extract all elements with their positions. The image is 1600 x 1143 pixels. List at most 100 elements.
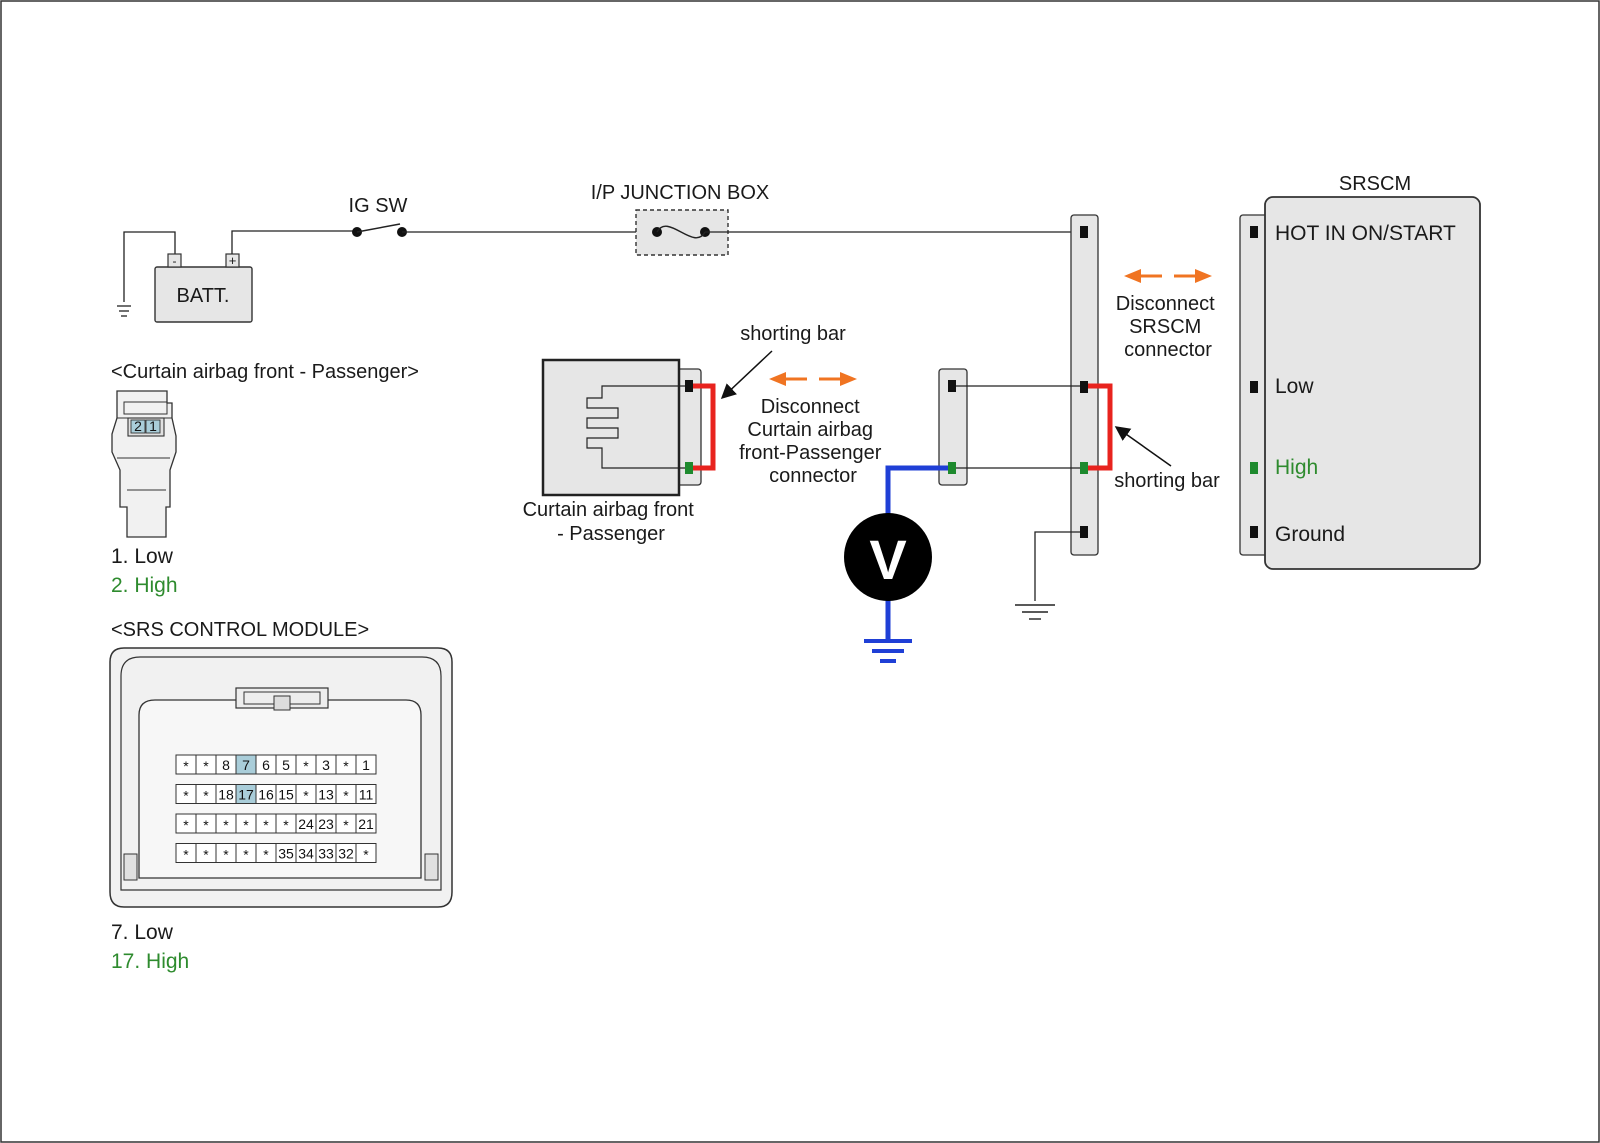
battery-ground-wire: [123, 231, 176, 302]
srs-pin-label: 23: [318, 816, 334, 832]
airbag-connector-title: <Curtain airbag front - Passenger>: [111, 361, 419, 383]
srs-pin-label: *: [183, 817, 189, 833]
srs-pin-label: *: [343, 758, 349, 774]
srs-pin-label: *: [363, 847, 369, 863]
airbag-legend-low: 1. Low: [111, 545, 174, 568]
disconnect-srscm-text: Disconnect SRSCM connector: [1116, 293, 1221, 361]
disconnect-airbag-arrow: [769, 372, 857, 386]
srs-pin-cell: [355, 754, 377, 775]
srs-pin-label: *: [183, 847, 189, 863]
shorting-bar-pointer-left: [720, 350, 773, 400]
srscm-harness-connector: [1015, 214, 1113, 620]
srscm-pin-hot: [1250, 226, 1258, 238]
srs-pin-label: 21: [358, 816, 374, 832]
srs-pin-label: 7: [242, 757, 250, 773]
srs-pin-label: 16: [258, 787, 274, 803]
srs-pin-label: *: [223, 847, 229, 863]
srs-pin-label: *: [243, 847, 249, 863]
ignition-switch: IG SW: [349, 195, 639, 237]
srs-pin-label: 6: [262, 757, 270, 773]
srs-pin-label: *: [203, 847, 209, 863]
pin-ground: [1080, 526, 1088, 538]
ground-symbol: [1015, 604, 1055, 620]
battery-feed-wire: [231, 230, 355, 254]
srscm-pin-label: High: [1275, 456, 1318, 479]
airbag-name: Curtain airbag front - Passenger: [523, 499, 700, 545]
voltmeter-label: V: [869, 528, 906, 591]
srs-pin-label: 1: [362, 757, 370, 773]
battery-neg-terminal: [167, 253, 182, 268]
airbag-inflator-symbol: [586, 385, 688, 469]
srs-module-title: <SRS CONTROL MODULE>: [111, 619, 369, 641]
srs-pin-label: 17: [238, 787, 254, 803]
srs-pin-label: 34: [298, 846, 314, 862]
srs-pin-label: *: [283, 817, 289, 833]
srs-pin-label: *: [343, 788, 349, 804]
voltmeter-body: [844, 513, 932, 601]
srs-pin-cell: [355, 813, 377, 834]
airbag-connector-face: 2 1: [111, 390, 177, 538]
voltmeter: V: [844, 465, 948, 663]
srs-pin-label: 24: [298, 816, 314, 832]
airbag-pin-number: 2: [134, 418, 142, 434]
voltmeter-probe-wire: [885, 465, 948, 516]
srscm-pin-ground: [1250, 526, 1258, 538]
srs-pin-label: *: [303, 788, 309, 804]
intermediate-connector: [938, 368, 1080, 486]
srs-pin-label: 33: [318, 846, 334, 862]
srs-pin-label: 35: [278, 846, 294, 862]
srs-pin-label: *: [183, 788, 189, 804]
srs-pin-cell: [355, 843, 377, 863]
srs-pin-label: 3: [322, 757, 330, 773]
srscm-pin-label: HOT IN ON/START: [1275, 222, 1456, 245]
srs-pin-label: 5: [282, 757, 290, 773]
srs-pin-label: *: [263, 847, 269, 863]
srs-legend-high: 17. High: [111, 950, 189, 973]
shorting-bar-srscm: [1088, 383, 1113, 471]
battery-ground-symbol: [117, 305, 131, 317]
airbag-legend-high: 2. High: [111, 574, 178, 597]
disconnect-srscm-arrow: [1124, 269, 1212, 283]
ground-wire: [1034, 531, 1080, 601]
srs-pin-label: *: [263, 817, 269, 833]
battery-label: BATT.: [177, 285, 230, 307]
srs-pin-label: *: [223, 817, 229, 833]
shorting-bar-pointer-right: [1114, 426, 1172, 467]
srscm-module: SRSCM HOT IN ON/START Low High Ground: [1239, 173, 1481, 570]
battery-circuit: - + BATT.: [117, 230, 355, 323]
srs-pin-label: 32: [338, 846, 354, 862]
disconnect-airbag-text: Disconnect Curtain airbag front-Passenge…: [739, 396, 887, 487]
srs-pin-cell: [355, 784, 377, 804]
battery-body: [154, 266, 253, 323]
srs-legend-low: 7. Low: [111, 921, 174, 944]
srscm-pin-label: Low: [1275, 375, 1314, 398]
srs-pin-label: 18: [218, 787, 234, 803]
srscm-pin-label: Ground: [1275, 523, 1345, 546]
junction-box: I/P JUNCTION BOX: [591, 182, 1082, 256]
srscm-title: SRSCM: [1339, 173, 1411, 195]
srscm-body: [1264, 196, 1481, 570]
srs-pin-label: 15: [278, 787, 294, 803]
fuse-element: [656, 225, 706, 239]
srs-pin-label: 11: [359, 787, 374, 803]
curtain-airbag-component: Curtain airbag front - Passenger: [523, 358, 716, 545]
ig-sw-label: IG SW: [349, 195, 408, 217]
srs-pin-label: 8: [222, 757, 230, 773]
srs-pin-label: *: [303, 758, 309, 774]
srs-pin-label: 13: [318, 787, 334, 803]
srs-pin-label: *: [203, 817, 209, 833]
battery-pos-label: +: [229, 253, 237, 268]
srs-pin-label: *: [243, 817, 249, 833]
battery-neg-label: -: [173, 254, 177, 268]
srs-pin-label: *: [183, 758, 189, 774]
shorting-bar-label-right: shorting bar: [1114, 470, 1220, 492]
shorting-bar-label-left: shorting bar: [740, 323, 846, 345]
srs-pin-label: *: [203, 788, 209, 804]
airbag-pin-number: 1: [149, 418, 157, 434]
shorting-bar-airbag: [693, 383, 716, 471]
